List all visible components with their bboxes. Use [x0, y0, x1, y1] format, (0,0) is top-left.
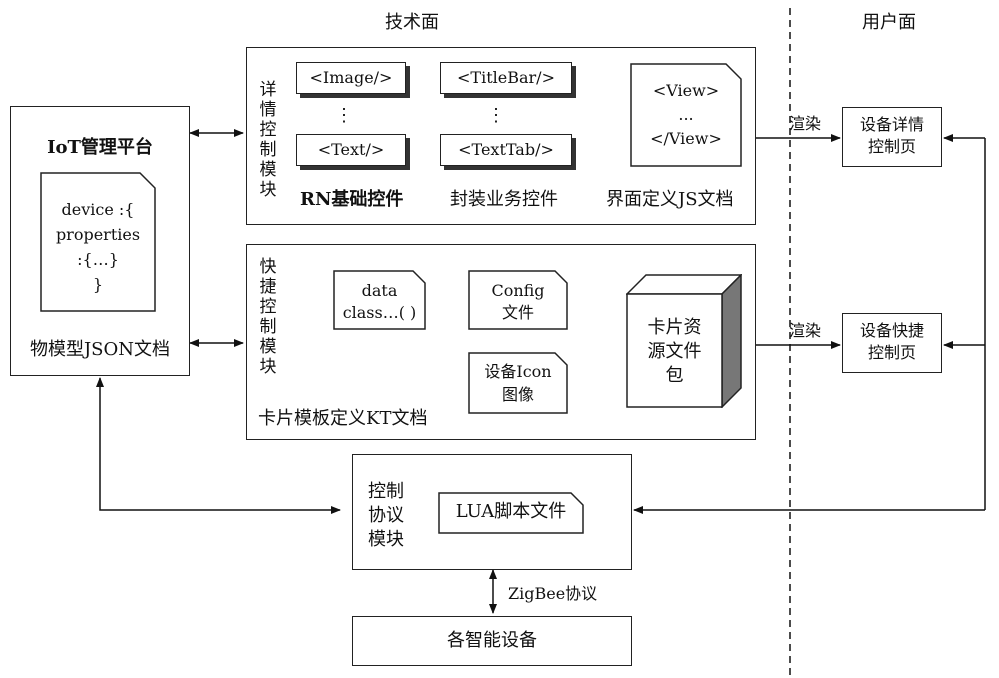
- rn-dots: ⋮: [335, 105, 353, 126]
- js-doc-icon: [630, 63, 742, 167]
- config-line1: Config: [491, 281, 545, 300]
- card-pkg-line2: 源文件: [647, 341, 702, 362]
- kt-caption: 卡片模板定义KT文档: [258, 408, 428, 429]
- rn-text-label: <Text/>: [317, 140, 385, 159]
- devices-box: 各智能设备: [352, 616, 632, 666]
- biz-caption: 封装业务控件: [450, 189, 558, 210]
- detail-page-box: 设备详情 控制页: [842, 107, 942, 167]
- protocol-label-line2: 协议: [368, 505, 404, 526]
- detail-module-label: 详情控制模块: [259, 80, 277, 200]
- config-line2: 文件: [501, 303, 534, 322]
- render-label-quick: 渲染: [789, 321, 822, 340]
- view-close-tag: </View>: [650, 129, 722, 148]
- protocol-label-line1: 控制: [368, 481, 404, 502]
- quick-module-label: 快捷控制模块: [259, 257, 277, 377]
- card-package-cube: [626, 274, 742, 408]
- tech-face-header: 技术面: [385, 12, 439, 33]
- dataclass-line2: class…( ): [342, 303, 417, 322]
- detail-page-line2: 控制页: [867, 137, 916, 156]
- quick-page-line1: 设备快捷: [859, 321, 924, 340]
- config-doc-icon: [468, 270, 568, 330]
- arrow-platform-protocol: [96, 377, 341, 514]
- iot-platform-title: IoT管理平台: [47, 137, 153, 158]
- user-face-header: 用户面: [862, 12, 916, 33]
- rn-caption: RN基础控件: [300, 189, 404, 210]
- protocol-label-line3: 模块: [368, 529, 404, 550]
- devices-label: 各智能设备: [447, 630, 537, 651]
- lua-script-label: LUA脚本文件: [455, 501, 567, 522]
- rn-image-label: <Image/>: [309, 68, 393, 87]
- render-label-detail: 渲染: [789, 114, 822, 133]
- json-doc-icon: [40, 172, 156, 312]
- dataclass-line1: data: [361, 281, 398, 300]
- json-doc-line1: device :{: [61, 200, 135, 219]
- rn-image-box: <Image/>: [296, 62, 406, 94]
- icon-image-line2: 图像: [501, 385, 534, 404]
- zigbee-label: ZigBee协议: [508, 584, 598, 603]
- icon-image-doc: [468, 352, 568, 414]
- icon-image-line1: 设备Icon: [484, 362, 552, 381]
- json-doc-line4: }: [92, 275, 104, 294]
- dataclass-doc-icon: [333, 270, 426, 330]
- quick-page-line2: 控制页: [867, 343, 916, 362]
- card-pkg-line1: 卡片资: [647, 317, 702, 338]
- feedback-detail-page: [944, 138, 986, 510]
- view-ellipsis: ...: [678, 105, 694, 124]
- biz-titlebar-label: <TitleBar/>: [457, 68, 555, 87]
- json-doc-caption: 物模型JSON文档: [29, 339, 171, 360]
- biz-texttab-label: <TextTab/>: [458, 140, 554, 159]
- js-caption: 界面定义JS文档: [606, 189, 734, 210]
- rn-text-box: <Text/>: [296, 134, 406, 166]
- card-pkg-line3: 包: [665, 365, 684, 386]
- view-open-tag: <View>: [652, 81, 720, 100]
- biz-texttab-box: <TextTab/>: [440, 134, 572, 166]
- biz-titlebar-box: <TitleBar/>: [440, 62, 572, 94]
- detail-page-line1: 设备详情: [859, 115, 924, 134]
- quick-page-box: 设备快捷 控制页: [842, 313, 942, 373]
- lua-doc-icon: [438, 492, 584, 534]
- json-doc-line2: properties: [55, 225, 141, 244]
- biz-dots: ⋮: [487, 105, 505, 126]
- json-doc-line3: :{…}: [77, 250, 119, 269]
